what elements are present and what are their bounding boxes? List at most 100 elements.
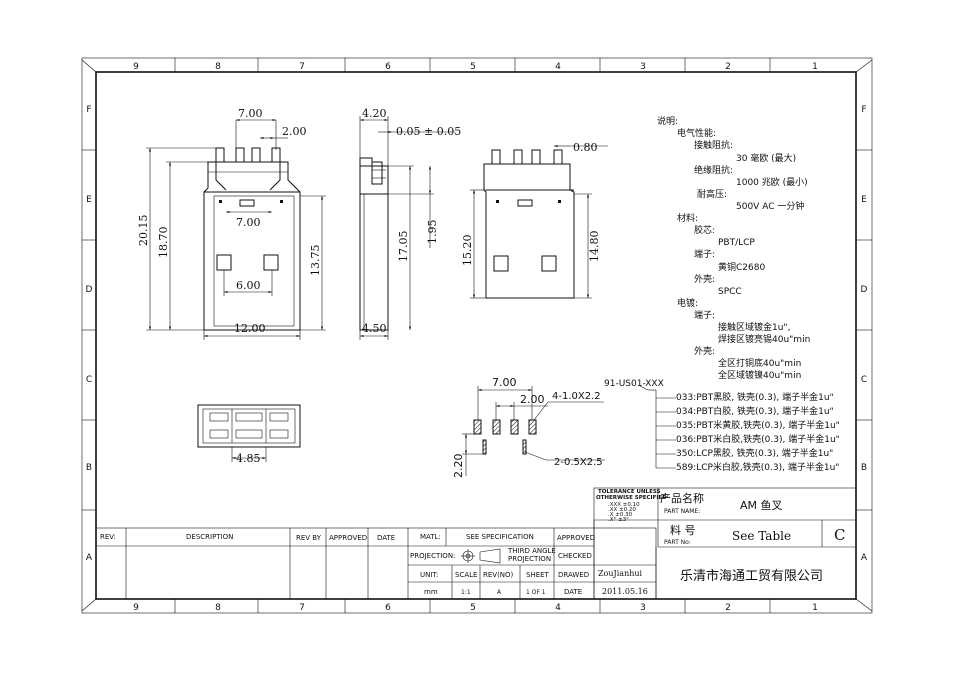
part-number-base: 91-US01-XXX xyxy=(604,379,664,389)
note-contact-resistance-value: 30 毫欧 (最大) xyxy=(736,152,796,164)
note-insulation-resistance: 绝缘阻抗: xyxy=(694,164,733,176)
note-withstand-voltage: 耐高压: xyxy=(697,188,727,200)
col-label: 3 xyxy=(640,603,646,613)
part-no-en: PART No: xyxy=(664,539,691,546)
dim-pcb-total: 7.00 xyxy=(492,376,517,389)
row-label: D xyxy=(861,285,868,295)
col-label: 3 xyxy=(640,62,646,72)
product-name-cn: 产品名称 xyxy=(660,491,704,505)
col-label: 9 xyxy=(133,603,139,613)
col-label: 7 xyxy=(299,603,305,613)
col-label: 7 xyxy=(299,62,305,72)
note-withstand-voltage-value: 500V AC 一分钟 xyxy=(736,200,804,212)
col-label: 8 xyxy=(215,62,221,72)
note-shell-value: SPCC xyxy=(718,287,742,297)
col-label: 1 xyxy=(812,603,818,613)
note-shell: 外壳: xyxy=(694,273,715,285)
dim-side-body: 17.05 xyxy=(397,231,410,263)
product-name-en: PART NAME: xyxy=(664,508,700,515)
date-value: 2011.05.16 xyxy=(602,587,648,596)
dim-side-small: 1.95 xyxy=(426,220,439,245)
revno-value: A xyxy=(497,589,502,596)
part-variant: 350:LCP黑胶, 铁壳(0.3), 端子半金1u" xyxy=(676,447,833,459)
front-dimensions: 7.00 2.00 20.15 18.70 7.00 13.75 6.00 12… xyxy=(137,107,326,340)
row-label: E xyxy=(861,195,867,205)
matl-label: MATL: xyxy=(420,533,441,541)
tolerance-row: .X° ±3° xyxy=(608,517,629,523)
tolerance-box: TOLERANCE UNLESS OTHERWISE SPECIFIED .XX… xyxy=(596,489,667,523)
part-variant: 589:LCP米白胶,铁壳(0.3), 端子半金1u" xyxy=(676,461,839,473)
note-insulation-resistance-value: 1000 兆欧 (最小) xyxy=(736,176,808,188)
row-label: C xyxy=(861,375,867,385)
date-label: DATE xyxy=(377,534,395,542)
part-no-value: See Table xyxy=(732,529,791,543)
dim-front-width: 12.00 xyxy=(234,322,266,335)
sheet-value: 1 OF 1 xyxy=(526,589,546,596)
note-plating: 电镀: xyxy=(677,297,698,309)
unit-value: mm xyxy=(424,588,438,596)
back-view xyxy=(483,149,575,299)
revision-letter: C xyxy=(834,526,845,544)
tolerance-row: .XX ±0.20 xyxy=(608,507,636,513)
tolerance-line2: OTHERWISE SPECIFIED xyxy=(596,495,667,501)
part-variant: 033:PBT黑胶, 铁壳(0.3), 端子半金1u" xyxy=(676,391,834,403)
title-block: TOLERANCE UNLESS OTHERWISE SPECIFIED .XX… xyxy=(95,487,857,600)
col-label: 5 xyxy=(470,62,476,72)
dim-front-top: 7.00 xyxy=(238,107,263,120)
spec-notes: 说明: 电气性能: 接触阻抗: 30 毫欧 (最大) 绝缘阻抗: 1000 兆欧… xyxy=(657,115,810,381)
grid-row-labels: F E D C B A F E D C B A xyxy=(86,105,868,563)
note-plating-terminal-2: 焊接区镀亮锡40u"min xyxy=(718,333,810,345)
tolerance-line1: TOLERANCE UNLESS xyxy=(598,489,661,495)
rev-label: REV: xyxy=(100,533,116,541)
projection-value-1: THIRD ANGLE xyxy=(507,547,556,555)
front-view xyxy=(203,147,301,331)
rev-by-label: REV BY xyxy=(296,534,322,542)
part-no-cn: 料 号 xyxy=(670,523,696,537)
back-dimensions: 0.80 15.20 14.80 xyxy=(461,141,608,299)
col-label: 8 xyxy=(215,603,221,613)
note-core-value: PBT/LCP xyxy=(718,238,755,248)
scale-label: SCALE xyxy=(455,571,477,579)
dim-front-window: 7.00 xyxy=(236,216,261,229)
company-name: 乐清市海通工贸有限公司 xyxy=(680,568,823,584)
part-variant: 036:PBT米白胶,铁壳(0.3), 端子半金1u" xyxy=(676,433,840,445)
row-label: F xyxy=(861,105,866,115)
part-variant: 034:PBT白胶, 铁壳(0.3), 端子半金1u" xyxy=(676,405,834,417)
col-label: 2 xyxy=(725,62,731,72)
row-label: E xyxy=(86,195,92,205)
row-label: C xyxy=(86,375,92,385)
note-heading: 说明: xyxy=(657,115,678,127)
note-material: 材料: xyxy=(677,212,698,224)
drawed-value: ZouJianhui xyxy=(598,569,643,578)
dim-back-height: 15.20 xyxy=(461,235,474,267)
row-label: B xyxy=(861,463,867,473)
date-label-2: DATE xyxy=(564,588,582,596)
bottom-view: 4.85 xyxy=(197,404,301,465)
tolerance-row: .X ±0.30 xyxy=(608,512,633,518)
note-terminal: 端子: xyxy=(694,248,715,260)
note-plating-terminal-1: 接触区域镀金1u", xyxy=(718,321,790,333)
drawed-label: DRAWED xyxy=(558,571,589,579)
note-terminal-value: 黄铜C2680 xyxy=(718,261,765,273)
dim-pcb-hole-b: 2-0.5X2.5 xyxy=(554,457,603,468)
third-angle-projection-icon xyxy=(461,548,501,564)
dim-front-body-height: 18.70 xyxy=(157,227,170,259)
dim-front-lower: 13.75 xyxy=(309,245,322,277)
dim-back-body: 14.80 xyxy=(588,231,601,263)
part-number-table: 91-US01-XXX 033:PBT黑胶, 铁壳(0.3), 端子半金1u" … xyxy=(604,379,840,473)
projection-label: PROJECTION: xyxy=(410,552,455,560)
dim-front-height: 20.15 xyxy=(137,215,150,247)
pcb-layout: 7.00 2.00 4-1.0X2.2 2-0.5X2.5 2.20 xyxy=(452,376,605,478)
col-label: 5 xyxy=(470,603,476,613)
note-plating-shell-2: 全区域镀镍40u"min xyxy=(718,369,801,381)
product-name-value: AM 鱼叉 xyxy=(740,498,783,512)
row-label: B xyxy=(86,463,92,473)
dim-side-pin: 4.20 xyxy=(362,107,387,120)
col-label: 4 xyxy=(555,603,561,613)
side-dimensions: 4.20 0.05 ± 0.05 17.05 1.95 4.50 xyxy=(359,107,461,340)
dim-pcb-height: 2.20 xyxy=(452,454,465,479)
col-label: 4 xyxy=(555,62,561,72)
dim-front-pitch: 2.00 xyxy=(282,125,307,138)
dim-pcb-hole-a: 4-1.0X2.2 xyxy=(552,391,601,402)
